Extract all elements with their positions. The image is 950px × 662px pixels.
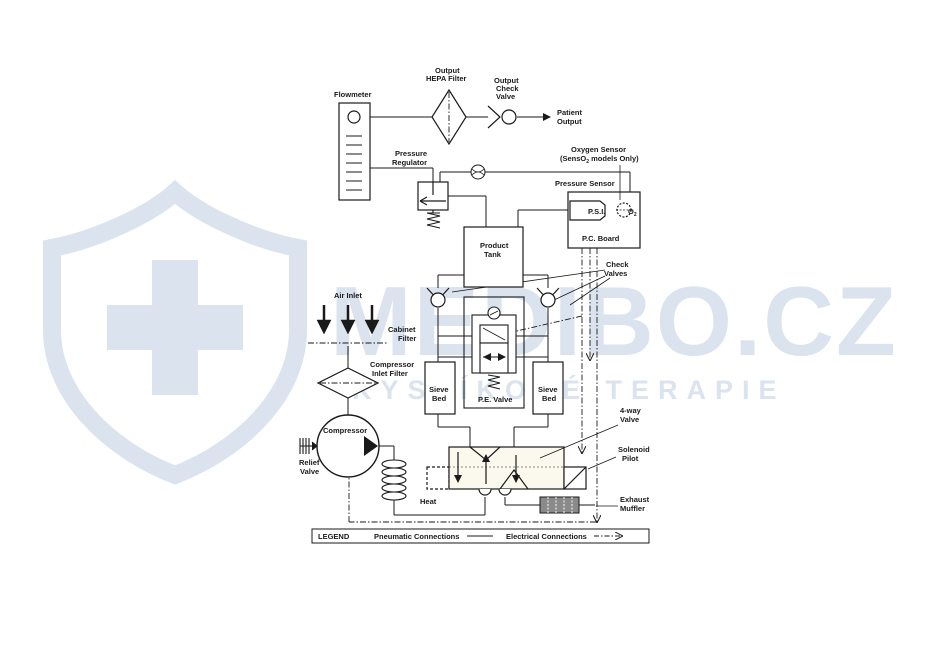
product-tank-label-2: Tank [484,250,502,259]
shield-icon [43,179,307,485]
solenoid-pilot-label-1: Solenoid [618,445,650,454]
four-way-valve-label-1: 4-way [620,406,642,415]
legend-pneumatic: Pneumatic Connections [374,532,459,541]
heat-label: Heat [420,497,437,506]
heat-exchanger-coil [381,459,407,501]
oxygen-sensor-label-1: Oxygen Sensor [571,145,626,154]
pe-valve-label: P.E. Valve [478,395,512,404]
pe-valve [463,296,525,409]
pneumatic-lines [300,113,631,516]
pressure-sensor-label: Pressure Sensor [555,179,615,188]
exhaust-muffler-label-2: Muffler [620,504,645,513]
relief-valve-label-2: Valve [300,467,319,476]
flowmeter [338,102,371,201]
psi-label: P.S.I. [588,207,605,216]
sieve-bed-right [532,361,564,415]
air-inlet-label: Air Inlet [334,291,362,300]
output-check-valve [487,105,517,129]
legend-title: LEGEND [318,532,350,541]
inlet-filter-label-1: Compressor [370,360,414,369]
cross-icon [107,260,243,395]
check-valves-label-1: Check [606,260,629,269]
sieve-bed-left [424,361,456,415]
oxygen-sensor-label-2: (SensO2 models Only) [560,154,639,165]
four-way-leader [539,424,619,459]
pc-board [567,191,641,249]
hepa-label-2: HEPA Filter [426,74,467,83]
solenoid-pilot [563,466,587,490]
legend-electrical: Electrical Connections [506,532,587,541]
compressor-arrow-icon [364,436,378,456]
hepa-label-1: Output [435,66,460,75]
check-valves-label-2: Valves [604,269,627,278]
output-check-label-2: Check [496,84,519,93]
cabinet-filter-label-1: Cabinet [388,325,416,334]
watermark-brand: MEDIBO.CZ [330,266,898,376]
solenoid-leader [587,456,617,470]
relief-valve-label-1: Relief [299,458,320,467]
watermark: MEDIBO.CZ KYSLÍKOVÉ TERAPIE [43,179,898,485]
o2-sensor-label: O2 [628,207,637,218]
exhaust-muffler-label-1: Exhaust [620,495,650,504]
sieve-bed-left-label-1: Sieve [429,385,449,394]
legend: LEGEND Pneumatic Connections Electrical … [311,528,650,544]
check-valves [426,287,560,308]
patient-output-label-1: Patient [557,108,583,117]
product-tank [463,226,524,288]
check-valve-leaders [451,269,611,306]
pressure-regulator [417,181,449,229]
regulator-label-2: Regulator [392,158,427,167]
sieve-bed-right-label-2: Bed [542,394,557,403]
regulator-label-1: Pressure [395,149,427,158]
patient-output-label-2: Output [557,117,582,126]
cabinet-filter-label-2: Filter [398,334,416,343]
four-way-valve-label-2: Valve [620,415,639,424]
pc-board-label: P.C. Board [582,234,620,243]
sieve-bed-right-label-1: Sieve [538,385,558,394]
compressor-label: Compressor [323,426,367,435]
output-check-label-1: Output [494,76,519,85]
output-check-label-3: Valve [496,92,515,101]
exhaust-muffler [539,496,580,514]
sieve-bed-left-label-2: Bed [432,394,447,403]
watermark-tagline: KYSLÍKOVÉ TERAPIE [352,374,786,405]
solenoid-pilot-label-2: Pilot [622,454,639,463]
relief-valve [299,438,318,454]
flowmeter-label: Flowmeter [334,90,372,99]
air-inlet-arrows [316,305,380,335]
pressure-gauge [470,164,486,180]
product-tank-label-1: Product [480,241,509,250]
inlet-filter-label-2: Inlet Filter [372,369,408,378]
four-way-valve [426,446,565,496]
